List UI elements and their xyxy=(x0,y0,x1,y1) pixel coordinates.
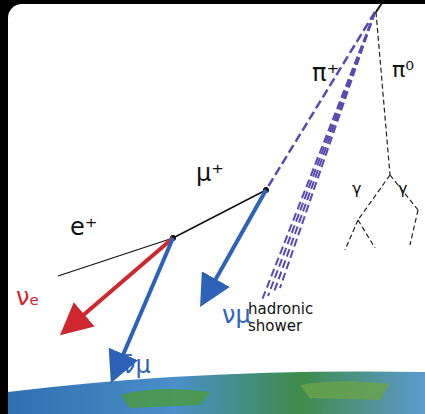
particle-label: π⁺ xyxy=(312,60,339,86)
particle-label: π⁰ xyxy=(392,58,414,82)
photon-label: γ xyxy=(398,180,407,198)
hadronic-shower xyxy=(262,12,375,300)
particle-label: e⁺ xyxy=(70,214,97,240)
positron-track xyxy=(58,238,173,276)
neutral-pion-track xyxy=(345,12,418,250)
earth-land xyxy=(120,389,210,408)
panel-ground xyxy=(8,4,425,414)
muon-neutrino-arrow xyxy=(204,190,266,300)
shower-label: hadronic shower xyxy=(246,300,320,335)
neutrino-label: νₑ xyxy=(16,284,39,310)
earth-land xyxy=(300,381,390,400)
earth-surface xyxy=(8,371,425,414)
neutrino-label: νμ xyxy=(222,302,251,328)
particle-label: μ⁺ xyxy=(196,160,224,186)
electron-neutrino-arrow xyxy=(66,238,173,330)
photon-label: γ xyxy=(352,180,361,198)
primary-track xyxy=(376,0,384,12)
neutrino-label: ν̄μ xyxy=(122,352,151,378)
